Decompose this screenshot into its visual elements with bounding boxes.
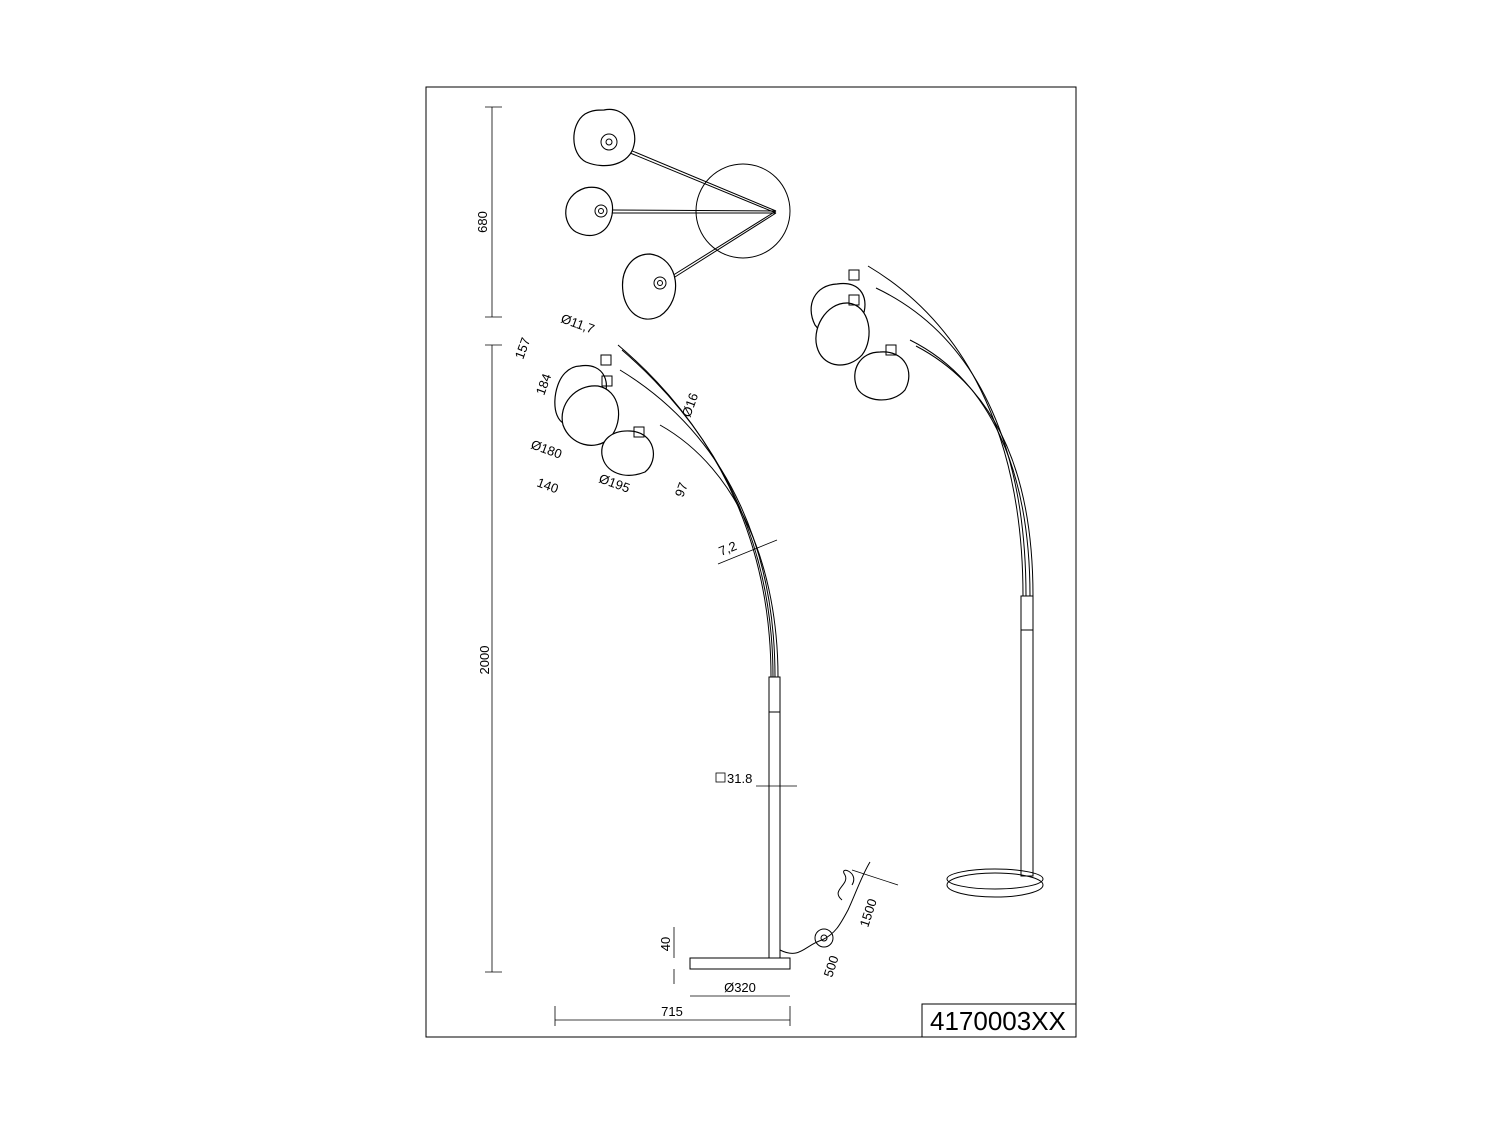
dim-small-tube: Ø11,7 xyxy=(559,311,597,337)
dim-715: 715 xyxy=(661,1004,683,1019)
top-view: 680 xyxy=(475,106,791,320)
dim-arm-tube: Ø16 xyxy=(679,391,702,419)
shade-3 xyxy=(601,430,654,476)
perspective-shade-2 xyxy=(815,302,870,366)
dim-arm-square: 7,2 xyxy=(717,538,739,559)
dim-base-diameter: Ø320 xyxy=(724,980,756,995)
perspective-view xyxy=(810,265,1044,898)
perspective-pole xyxy=(1020,595,1034,877)
dim-500: 500 xyxy=(821,954,842,979)
dim-184: 184 xyxy=(533,372,555,398)
dim-680: 680 xyxy=(475,211,490,233)
lamp-base xyxy=(689,957,791,970)
dim-shade-180: Ø180 xyxy=(529,437,564,462)
sheet-border xyxy=(425,86,1077,1038)
lamp-pole xyxy=(768,676,781,959)
dim-40: 40 xyxy=(658,937,673,951)
perspective-shade-3 xyxy=(854,351,910,401)
dim-157: 157 xyxy=(512,336,534,362)
dim-140: 140 xyxy=(535,475,561,497)
dim-97: 97 xyxy=(672,480,691,499)
shade-top-1 xyxy=(573,108,636,167)
product-code: 4170003XX xyxy=(930,1006,1066,1036)
shade-top-2 xyxy=(565,186,614,236)
dim-pole-square: 31.8 xyxy=(727,771,752,786)
product-code-box xyxy=(921,1003,1077,1038)
side-view: 2000 31.8 7,2 Ø11,7 157 184 Ø16 Ø180 140… xyxy=(477,311,899,1026)
perspective-base xyxy=(946,872,1044,898)
shade-top-3 xyxy=(621,253,677,320)
dim-2000: 2000 xyxy=(477,646,492,675)
dim-1500: 1500 xyxy=(857,897,880,929)
shade-2 xyxy=(561,385,620,446)
